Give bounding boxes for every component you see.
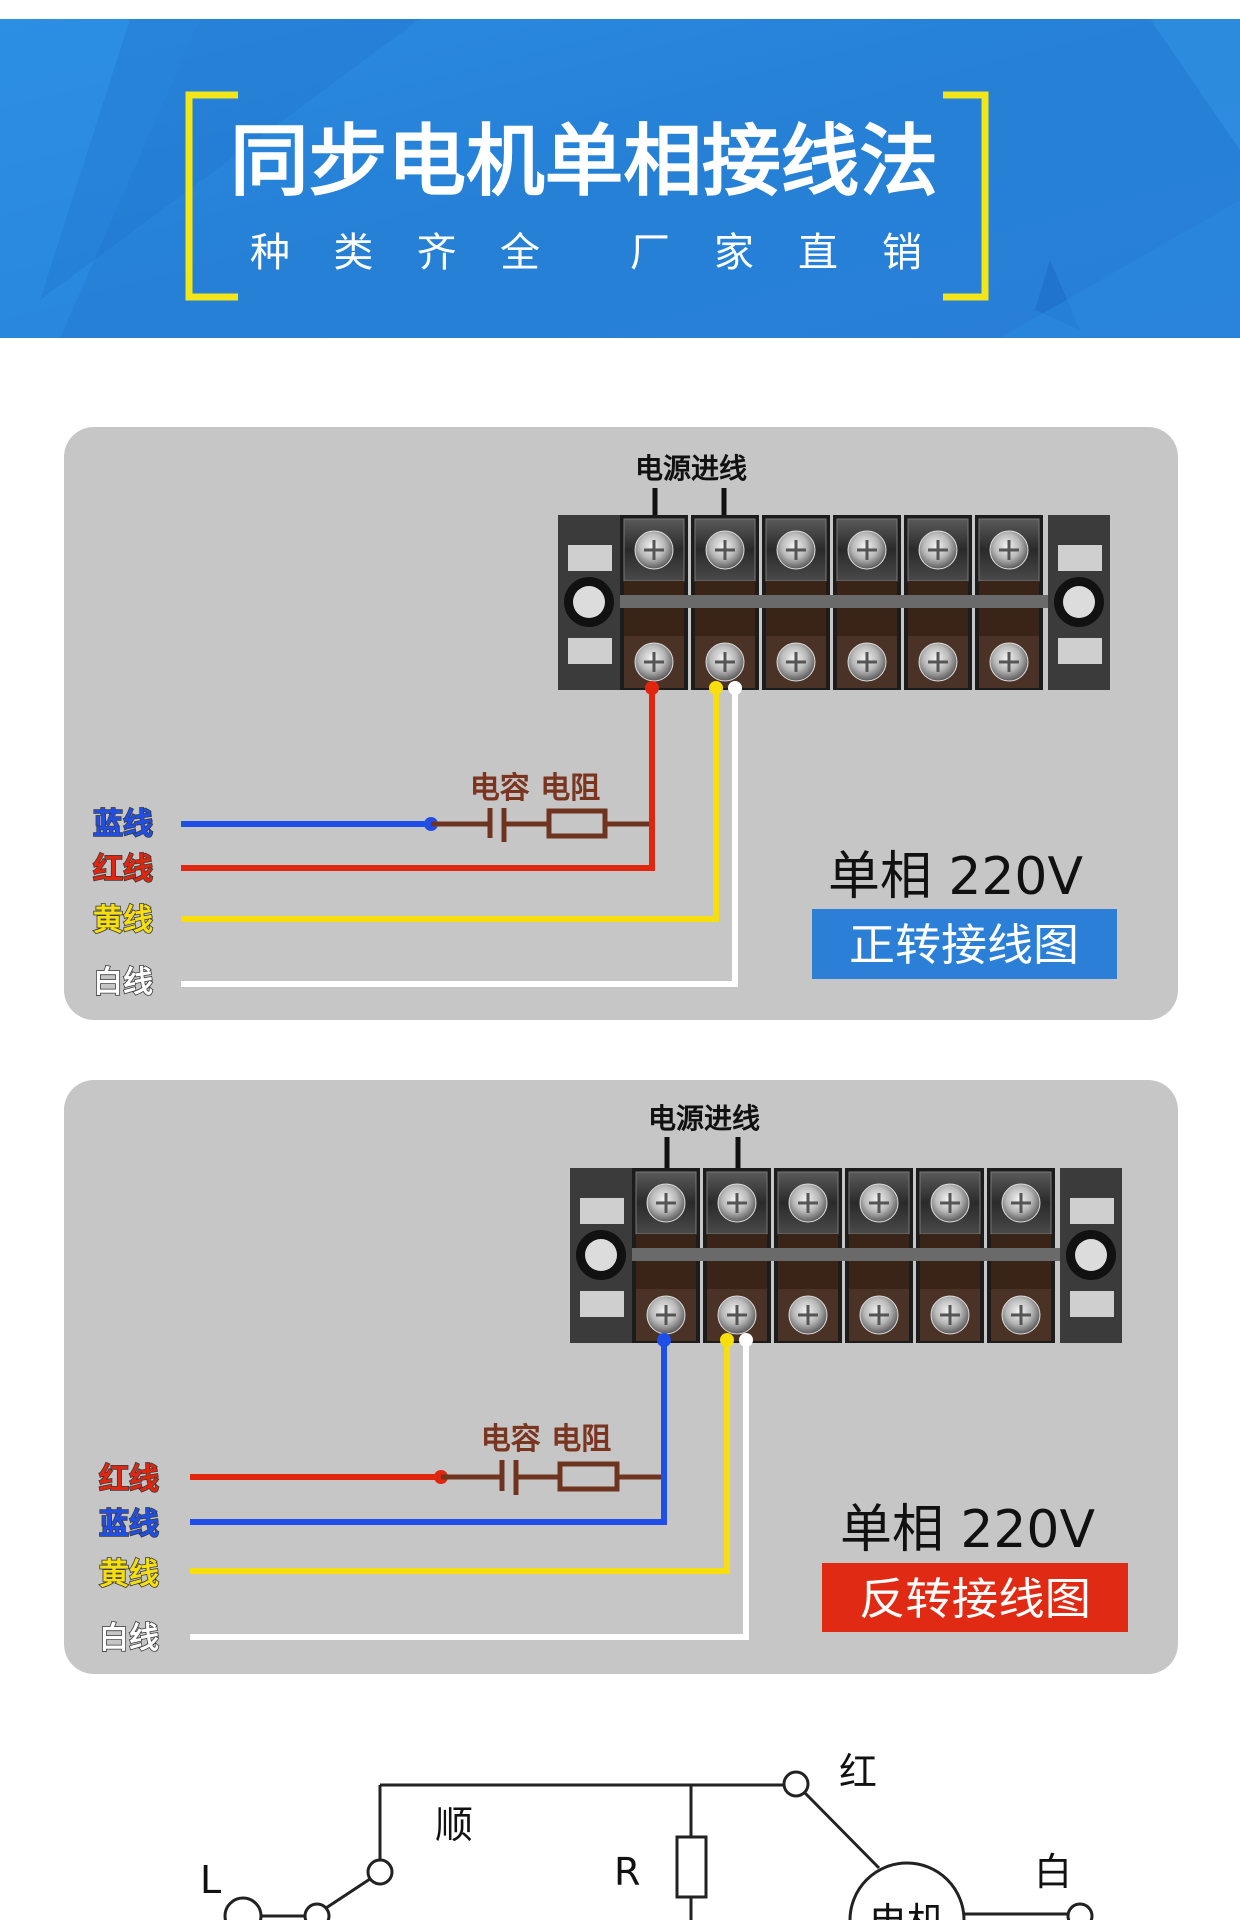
red-wire xyxy=(181,688,655,871)
voltage-spec: 单相 220V xyxy=(840,1500,1095,1560)
white-wire xyxy=(190,1340,749,1640)
switch-common-contact xyxy=(303,1902,331,1920)
power-input-label: 电源进线 xyxy=(648,1102,760,1135)
banner-facet xyxy=(1150,19,1240,150)
capacitor-resistor xyxy=(441,1460,663,1495)
forward-badge-label: 正转接线图 xyxy=(849,920,1079,971)
left-bracket xyxy=(185,91,238,301)
wire-label-red: 红线 xyxy=(99,1462,159,1497)
terminal-end-cap xyxy=(570,1168,632,1343)
red-motor-lead xyxy=(803,1791,881,1870)
line-terminal xyxy=(223,1896,263,1920)
switch-forward-contact xyxy=(366,1858,394,1886)
yellow-wire-node xyxy=(720,1333,734,1347)
line-label: L xyxy=(200,1858,221,1902)
switch-arm xyxy=(325,1877,371,1910)
white-wire-node xyxy=(739,1333,753,1347)
reverse-badge-label: 反转接线图 xyxy=(859,1574,1091,1625)
blue-wire xyxy=(190,1340,667,1525)
capacitor-resistor xyxy=(431,808,651,842)
red-label: 红 xyxy=(839,1750,877,1794)
wire-label-blue: 蓝线 xyxy=(93,807,153,842)
page-title: 同步电机单相接线法 xyxy=(230,117,938,207)
terminal-end-cap xyxy=(1048,515,1110,690)
banner-background xyxy=(0,19,1240,338)
resistor-label: R xyxy=(614,1850,640,1894)
forward-wiring-panel: 电源进线 电容 电阻 xyxy=(64,427,1178,1020)
motor-label: 电机 xyxy=(869,1900,945,1920)
terminal-center-bar xyxy=(632,1248,1060,1261)
red-wire-node xyxy=(645,681,659,695)
wire-label-red: 红线 xyxy=(93,852,153,887)
component-label: 电容 电阻 xyxy=(481,1422,611,1457)
banner-facet xyxy=(0,19,200,338)
wire-label-white: 白线 xyxy=(93,965,153,1000)
red-terminal xyxy=(782,1770,810,1798)
banner-facet xyxy=(1000,200,1240,338)
banner: 同步电机单相接线法 种类齐全 厂家直销 xyxy=(0,19,1240,338)
component-label: 电容 电阻 xyxy=(470,771,600,806)
terminal-end-cap xyxy=(1060,1168,1122,1343)
wire-label-yellow: 黄线 xyxy=(93,903,153,938)
circuit-schematic: L 顺 R 红 白 电机 xyxy=(200,1750,1094,1920)
wire-label-blue: 蓝线 xyxy=(99,1507,159,1542)
resistor-symbol xyxy=(675,1835,708,1899)
forward-badge xyxy=(812,909,1117,979)
power-input-label: 电源进线 xyxy=(635,452,747,485)
yellow-wire xyxy=(190,1340,730,1574)
motor-symbol xyxy=(848,1861,966,1920)
white-label: 白 xyxy=(1034,1850,1072,1894)
yellow-wire xyxy=(181,688,719,922)
reverse-wiring-panel: 电源进线 电容 电阻 红线 xyxy=(64,1080,1178,1674)
reverse-badge xyxy=(822,1563,1128,1632)
blue-wire-node xyxy=(657,1333,671,1347)
terminal-block xyxy=(570,1166,1122,1345)
banner-facet xyxy=(40,19,420,300)
wire-label-white: 白线 xyxy=(99,1621,159,1656)
white-wire xyxy=(181,688,738,987)
forward-label: 顺 xyxy=(435,1803,473,1847)
wire-label-yellow: 黄线 xyxy=(99,1557,159,1592)
white-wire-node xyxy=(728,681,742,695)
white-terminal xyxy=(1066,1902,1094,1920)
terminal-block xyxy=(558,513,1110,692)
right-bracket xyxy=(943,91,989,301)
terminal-center-bar xyxy=(620,595,1048,608)
voltage-spec: 单相 220V xyxy=(828,847,1083,907)
terminal-end-cap xyxy=(558,515,620,690)
yellow-wire-node xyxy=(709,681,723,695)
